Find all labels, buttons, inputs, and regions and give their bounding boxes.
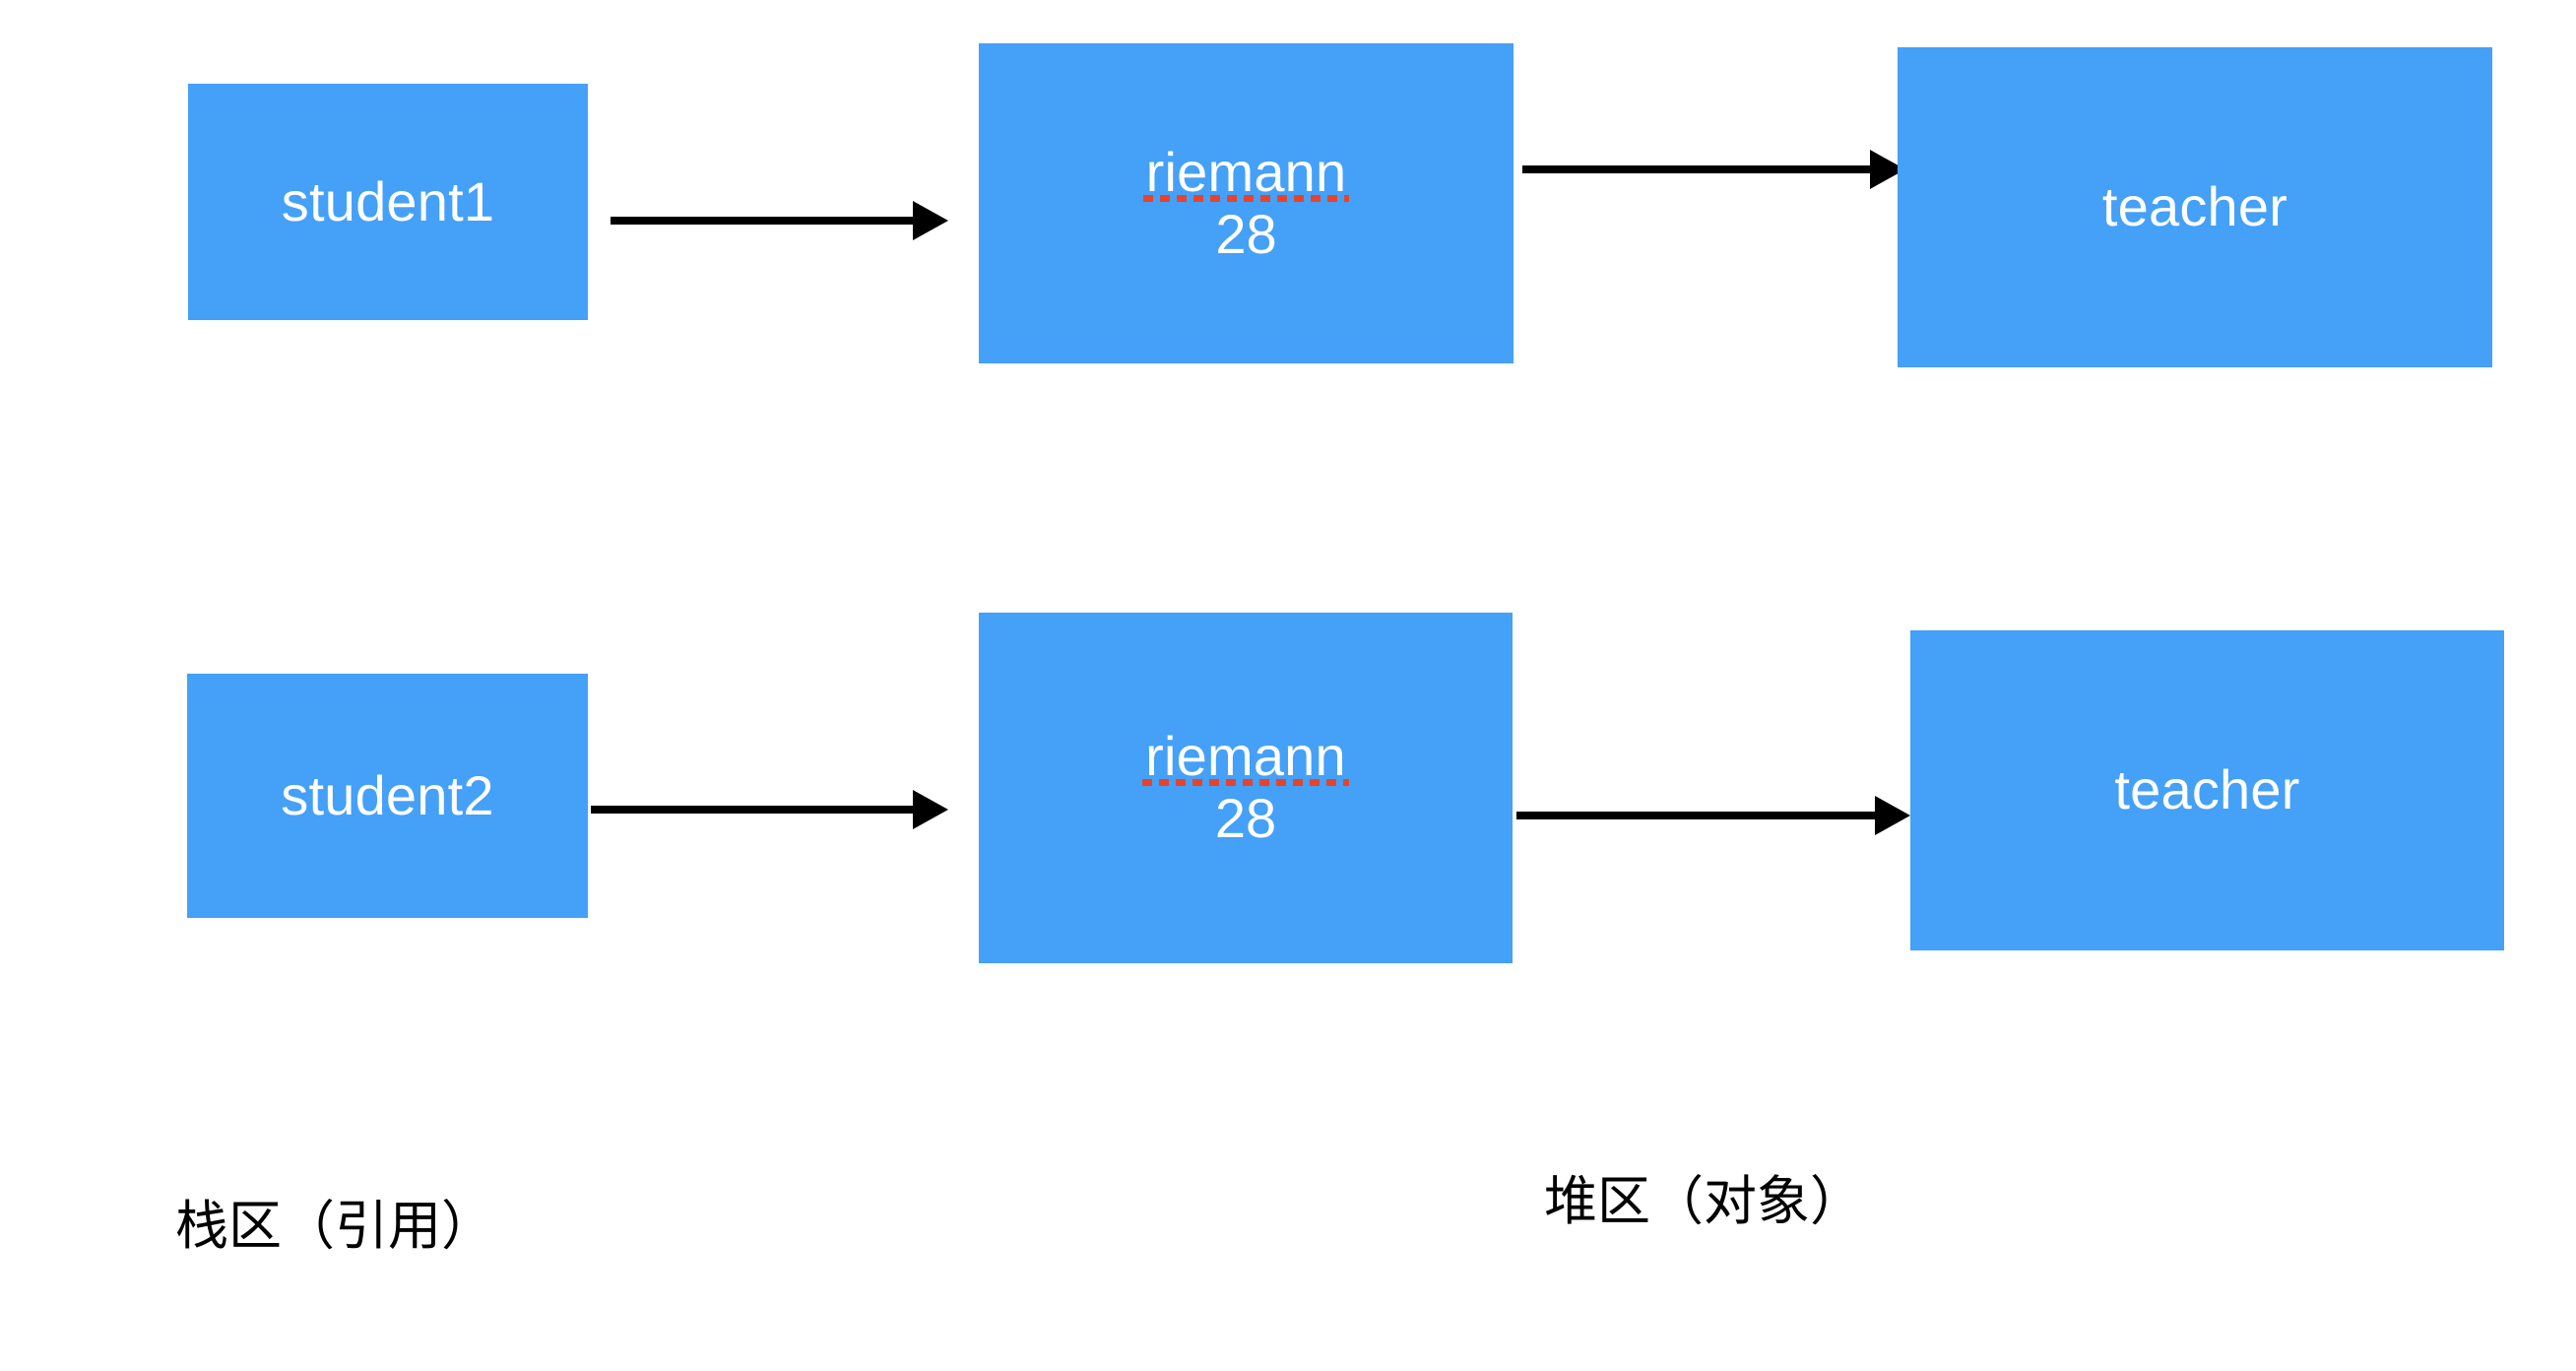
node-riemann-2-value: 28 (1214, 787, 1277, 849)
node-teacher-1[interactable]: teacher (1898, 47, 2492, 367)
arrow-shaft (1516, 812, 1879, 819)
node-riemann-2[interactable]: riemann 28 (979, 613, 1513, 963)
node-teacher-2-label: teacher (2114, 758, 2300, 821)
node-riemann-1-label: riemann (1142, 140, 1350, 203)
node-teacher-1-label: teacher (2101, 175, 2288, 238)
caption-stack-area: 栈区（引用） (175, 1195, 494, 1257)
node-student2[interactable]: student2 (187, 674, 588, 918)
arrow-shaft (591, 806, 917, 814)
arrow-head (1875, 796, 1910, 835)
node-student1[interactable]: student1 (188, 84, 588, 320)
node-riemann-1-value: 28 (1215, 202, 1277, 265)
node-student2-label: student2 (281, 763, 494, 826)
arrow-shaft (1522, 165, 1874, 173)
node-student1-label: student1 (281, 169, 495, 232)
node-riemann-2-label: riemann (1142, 725, 1349, 788)
caption-heap-area: 堆区（对象） (1544, 1170, 1863, 1232)
node-riemann-1[interactable]: riemann 28 (979, 43, 1513, 363)
arrow-shaft (611, 217, 917, 225)
node-teacher-2[interactable]: teacher (1910, 630, 2504, 950)
arrow-head (913, 790, 948, 829)
arrow-head (913, 201, 948, 240)
